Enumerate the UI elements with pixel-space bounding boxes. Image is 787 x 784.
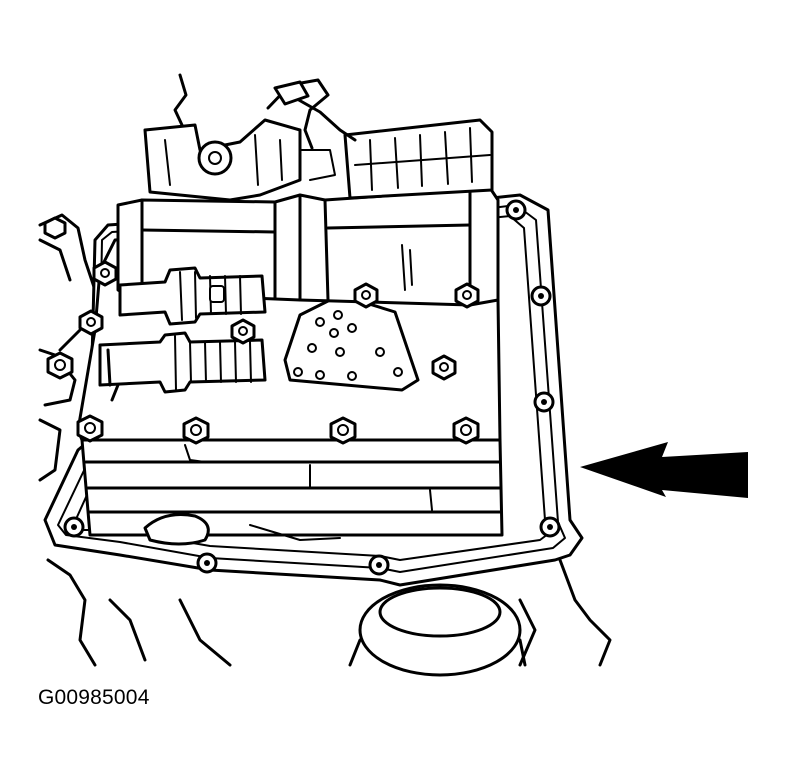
valve-body-plates — [80, 438, 504, 546]
figure-code: G00985004 — [38, 686, 150, 709]
connector-block — [343, 118, 494, 200]
shift-solenoid-lower — [98, 331, 267, 402]
solenoid-housing — [116, 73, 500, 307]
separator-plate-holes — [293, 310, 403, 381]
pointer-arrow — [580, 442, 748, 498]
shift-solenoid-upper — [118, 266, 267, 326]
filter-boss — [358, 583, 522, 677]
gasket-bolt-holes — [63, 199, 561, 576]
transmission-case-background — [38, 213, 612, 677]
valve-body-bolts — [43, 216, 480, 445]
